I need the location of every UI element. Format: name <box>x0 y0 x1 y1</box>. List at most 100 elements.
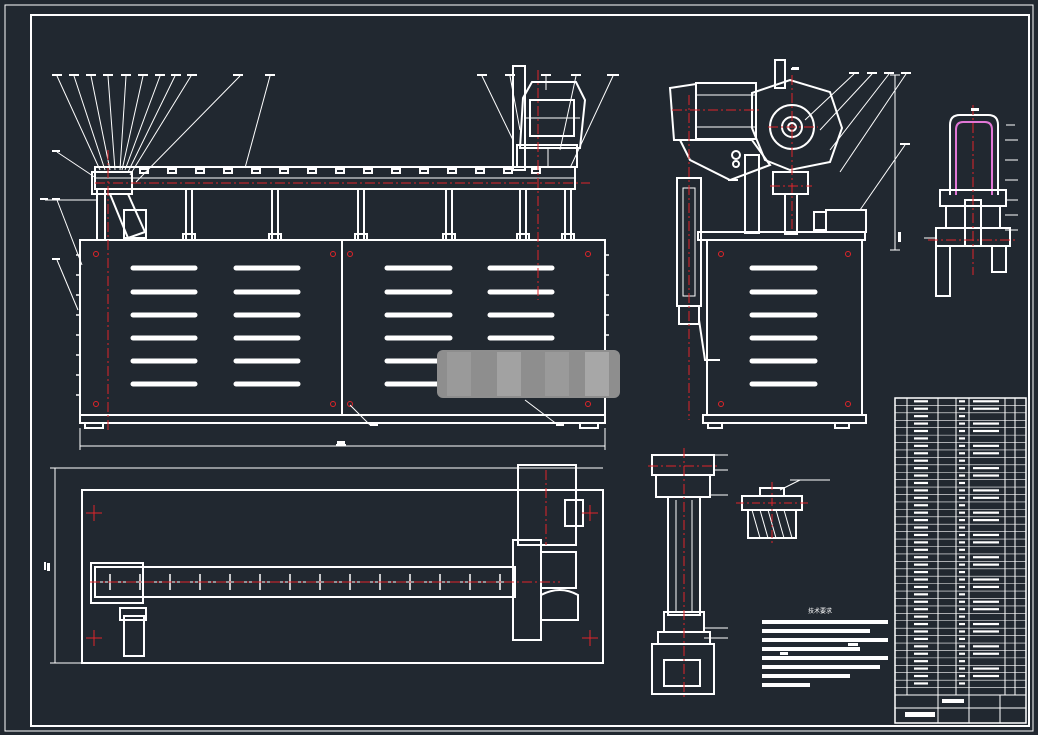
parts-cell-name <box>914 437 928 440</box>
parts-cell-name <box>914 504 928 507</box>
parts-cell-name <box>914 444 928 447</box>
parts-cell-name <box>914 645 928 648</box>
front-view <box>76 65 609 429</box>
parts-cell-material <box>973 585 999 589</box>
cabinet-screws <box>93 251 591 407</box>
parts-cell-material <box>973 563 999 566</box>
parts-cell-name <box>914 667 928 670</box>
parts-cell-material <box>973 541 999 544</box>
parts-cell-material <box>973 444 999 447</box>
saw-base <box>516 144 578 168</box>
parts-cell-name <box>914 474 928 477</box>
parts-cell-qty <box>959 504 965 507</box>
front-dimension <box>79 428 606 450</box>
parts-cell-qty <box>959 467 965 470</box>
parts-cell-qty <box>959 548 965 551</box>
inner-frame <box>30 14 1030 727</box>
parts-cell-qty <box>959 400 965 403</box>
blade-guard <box>751 78 844 172</box>
parts-cell-material <box>973 674 999 678</box>
parts-cell-material <box>973 608 999 611</box>
parts-cell-qty <box>959 444 965 447</box>
parts-cell-name <box>914 422 928 425</box>
front-foot-right <box>579 422 599 429</box>
parts-cell-material <box>973 578 999 581</box>
parts-cell-qty <box>959 682 965 685</box>
top-mount-holes <box>86 505 598 646</box>
parts-cell-name <box>914 585 928 589</box>
parts-cell-name <box>914 682 928 685</box>
parts-list-cells <box>914 400 999 685</box>
parts-cell-material <box>973 511 999 514</box>
bracket <box>698 319 720 361</box>
parts-cell-name <box>914 622 928 626</box>
parts-cell-name <box>914 467 928 470</box>
parts-cell-material <box>973 467 999 470</box>
notes-title: 技术要求 <box>808 607 832 615</box>
parts-cell-material <box>973 489 999 492</box>
vent-slots-left <box>130 265 301 387</box>
front-centerlines <box>95 70 590 430</box>
parts-cell-qty <box>959 459 965 462</box>
parts-cell-name <box>914 496 928 499</box>
parts-cell-qty <box>959 615 965 618</box>
conveyor-supports <box>182 188 575 241</box>
parts-cell-qty <box>959 519 965 522</box>
parts-cell-qty <box>959 533 965 537</box>
parts-cell-name <box>914 593 928 596</box>
parts-cell-material <box>973 400 999 403</box>
parts-cell-name <box>914 459 928 462</box>
front-foot-left <box>84 422 104 429</box>
parts-cell-material <box>973 429 999 433</box>
notes-lines <box>762 620 888 687</box>
top-saw-column <box>512 539 542 641</box>
outer-frame <box>4 4 1034 732</box>
parts-cell-qty <box>959 429 965 433</box>
parts-cell-material <box>973 622 999 626</box>
parts-cell-material <box>973 452 999 455</box>
parts-cell-material <box>973 496 999 499</box>
parts-cell-material <box>973 667 999 670</box>
side-top-plate <box>697 231 866 241</box>
parts-cell-name <box>914 533 928 537</box>
top-saw-motor <box>517 464 577 546</box>
parts-cell-name <box>914 652 928 655</box>
parts-cell-material <box>973 652 999 655</box>
front-base-plate <box>79 414 606 424</box>
parts-cell-name <box>914 674 928 678</box>
parts-cell-qty <box>959 563 965 566</box>
parts-cell-name <box>914 481 928 485</box>
side-view <box>668 59 867 429</box>
parts-cell-qty <box>959 526 965 529</box>
parts-cell-qty <box>959 600 965 603</box>
parts-cell-qty <box>959 645 965 648</box>
parts-cell-qty <box>959 585 965 589</box>
redacted-block <box>437 350 620 398</box>
parts-cell-name <box>914 452 928 455</box>
parts-cell-qty <box>959 593 965 596</box>
side-centerlines <box>672 75 818 420</box>
parts-cell-qty <box>959 452 965 455</box>
parts-cell-material <box>973 519 999 522</box>
parts-cell-name <box>914 660 928 663</box>
parts-cell-name <box>914 489 928 492</box>
parts-cell-material <box>973 630 999 633</box>
parts-cell-name <box>914 541 928 544</box>
parts-cell-material <box>973 533 999 537</box>
parts-cell-name <box>914 429 928 433</box>
parts-cell-name <box>914 415 928 418</box>
parts-cell-qty <box>959 474 965 477</box>
saw-arm <box>678 139 772 182</box>
parts-cell-qty <box>959 407 965 410</box>
parts-cell-material <box>973 645 999 648</box>
top-table <box>81 489 604 664</box>
parts-cell-name <box>914 519 928 522</box>
parts-cell-qty <box>959 489 965 492</box>
parts-cell-qty <box>959 578 965 581</box>
parts-cell-qty <box>959 556 965 559</box>
top-left-drive <box>90 562 144 604</box>
technical-notes: 技术要求 <box>762 607 888 687</box>
parts-cell-qty <box>959 570 965 574</box>
parts-cell-name <box>914 637 928 640</box>
